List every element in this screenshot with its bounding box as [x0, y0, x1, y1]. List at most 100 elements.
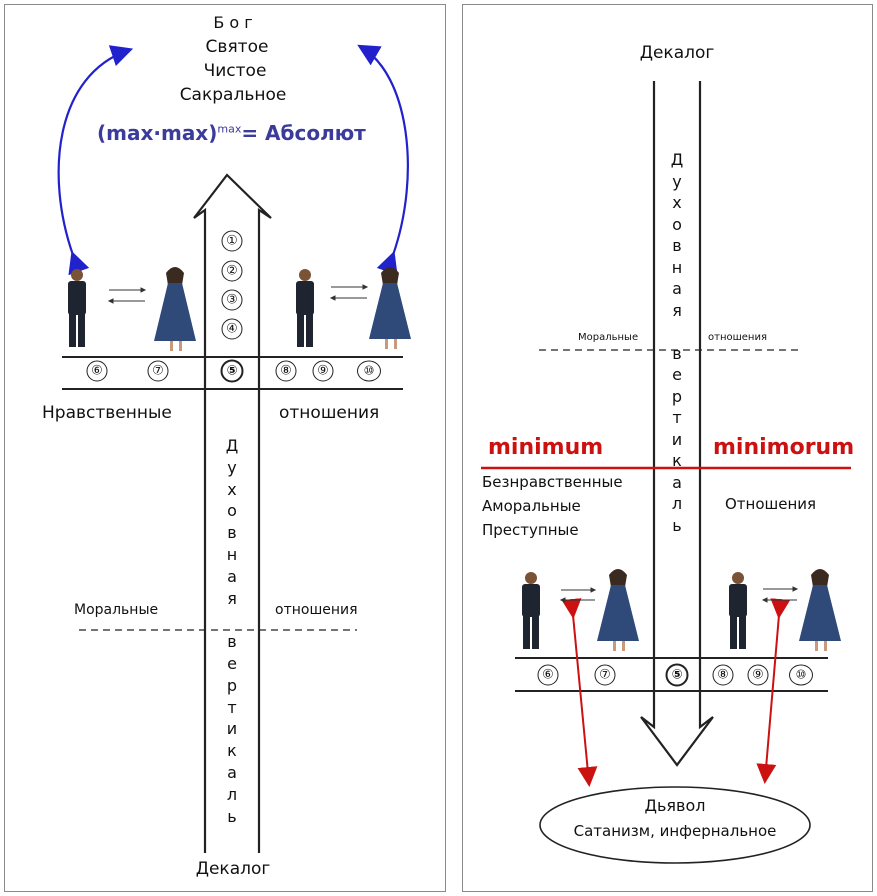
vertical-letter: р — [226, 675, 238, 695]
left-top-word-pure: Чистое — [203, 61, 267, 81]
left-exchange-arrows-1 — [107, 287, 147, 304]
right-devil: Дьявол — [644, 796, 706, 815]
vertical-letter: р — [671, 386, 683, 406]
vertical-letter: н — [671, 257, 683, 277]
right-num-7: ⑦ — [594, 664, 616, 686]
right-relations: Отношения — [725, 495, 817, 513]
right-vertical-arrow — [640, 81, 714, 767]
vertical-letter: к — [672, 451, 682, 470]
right-num-5: ⑤ — [665, 663, 689, 687]
vertical-letter: е — [672, 365, 682, 384]
left-moral-relations-label: отношения — [275, 602, 358, 618]
vertical-letter: в — [227, 523, 237, 543]
right-list-criminal: Преступные — [482, 521, 579, 539]
left-diagram-lines — [57, 44, 411, 853]
left-num-6: ⑥ — [86, 360, 108, 382]
vertical-letter: у — [227, 457, 237, 477]
left-num-2: ② — [221, 260, 243, 282]
vertical-letter: я — [227, 588, 237, 608]
right-list-immoral: Безнравственные — [482, 473, 623, 491]
vertical-letter: в — [227, 632, 237, 652]
right-moral-label: Моральные — [578, 332, 639, 343]
left-top-word-sacral: Сакральное — [179, 85, 287, 105]
vertical-letter: у — [672, 171, 682, 191]
left-moral-label: Моральные — [74, 602, 159, 618]
vertical-letter: х — [227, 479, 237, 499]
right-num-6: ⑥ — [537, 664, 559, 686]
right-num-8: ⑧ — [712, 664, 734, 686]
left-top-word-holy: Святое — [205, 37, 269, 57]
vertical-letter: и — [226, 719, 238, 739]
vertical-letter: а — [227, 566, 237, 586]
left-woman-figure-2 — [369, 267, 411, 349]
right-list-amoral: Аморальные — [482, 497, 581, 515]
right-red-arrow-right — [756, 598, 791, 784]
vertical-letter: т — [227, 697, 237, 717]
left-blue-arrow-left — [57, 45, 134, 276]
right-diagram-lines — [481, 81, 851, 864]
vertical-letter: о — [227, 501, 237, 521]
vertical-letter: х — [672, 193, 682, 212]
left-num-5: ⑤ — [220, 359, 244, 383]
left-num-1: ① — [221, 230, 243, 252]
formula-base: (max·max) — [97, 121, 218, 145]
vertical-letter: л — [671, 494, 683, 513]
right-minimorum: minimorum — [713, 435, 855, 460]
right-man-figure-1 — [522, 572, 540, 649]
left-man-figure-2 — [296, 269, 314, 347]
right-woman-figure-1 — [597, 569, 639, 651]
left-num-7: ⑦ — [147, 360, 169, 382]
left-num-8: ⑧ — [275, 360, 297, 382]
right-num-10: ⑩ — [789, 664, 813, 686]
left-bottom-decalogue: Декалог — [195, 859, 271, 879]
right-satanism: Сатанизм, инфернальное — [573, 822, 777, 840]
vertical-letter: а — [672, 472, 682, 492]
left-num-10: ⑩ — [357, 360, 381, 382]
left-num-9: ⑨ — [312, 360, 334, 382]
vertical-letter: Д — [225, 436, 239, 455]
vertical-letter: о — [672, 214, 682, 234]
vertical-letter: ь — [227, 806, 237, 826]
vertical-letter: Д — [670, 150, 684, 169]
left-num-3: ③ — [221, 289, 243, 311]
left-man-figure-1 — [68, 269, 86, 347]
right-num-9: ⑨ — [747, 664, 769, 686]
left-panel: Б о г Святое Чистое Сакральное (max·max)… — [4, 4, 446, 892]
left-top-word-god: Б о г — [213, 13, 253, 32]
right-top-decalogue: Декалог — [639, 43, 715, 63]
vertical-letter — [226, 609, 239, 631]
left-label-moral: Нравственные — [42, 403, 172, 423]
vertical-letter: л — [226, 784, 238, 804]
vertical-letter: к — [227, 741, 237, 761]
vertical-letter: н — [226, 544, 238, 564]
formula-exponent: max — [217, 122, 242, 136]
left-vertical-arrow — [193, 173, 272, 853]
vertical-letter: в — [672, 343, 682, 363]
left-formula: (max·max)max= Абсолют — [97, 123, 366, 143]
vertical-letter: а — [227, 762, 237, 782]
left-woman-figure-1 — [154, 267, 196, 351]
vertical-letter: и — [671, 429, 683, 449]
right-minimum: minimum — [488, 435, 604, 460]
vertical-letter — [671, 321, 684, 343]
left-label-relations: отношения — [279, 403, 380, 423]
right-exchange-arrows-1 — [559, 587, 597, 603]
vertical-letter: я — [672, 300, 682, 320]
vertical-letter: а — [672, 279, 682, 298]
right-exchange-arrows-2 — [761, 586, 799, 603]
right-man-figure-2 — [729, 572, 747, 649]
left-num-4: ④ — [221, 318, 243, 340]
right-moral-relations-label: отношения — [708, 332, 767, 343]
left-exchange-arrows-2 — [329, 284, 369, 301]
vertical-letter: е — [227, 653, 237, 673]
right-woman-figure-2 — [799, 569, 841, 651]
left-blue-arrow-right — [357, 44, 409, 276]
vertical-letter: ь — [672, 515, 682, 535]
formula-result: = Абсолют — [241, 121, 366, 145]
right-devil-ellipse — [539, 786, 811, 864]
right-red-arrow-left — [561, 598, 598, 787]
vertical-letter: т — [672, 408, 682, 427]
